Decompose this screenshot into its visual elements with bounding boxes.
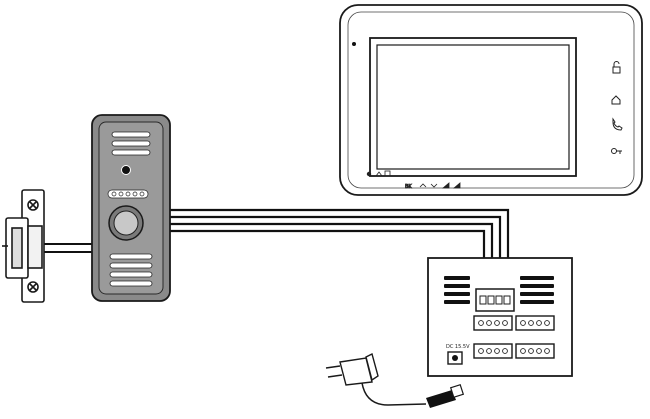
vent-slots-left	[444, 276, 470, 304]
indoor-monitor: BK	[339, 4, 643, 196]
terminal-block-1	[473, 315, 513, 331]
dc-plug	[426, 383, 465, 408]
up-icon[interactable]	[419, 183, 427, 188]
dc-label: DC 15.5V	[446, 344, 470, 350]
dc-jack: DC 15.5V	[446, 344, 470, 365]
vent-slots-right	[520, 276, 554, 304]
connection-box: DC 15.5V	[427, 257, 573, 377]
terminal-block-3	[473, 343, 513, 359]
camera-lens-icon	[121, 165, 131, 175]
terminal-block-2	[515, 315, 555, 331]
power-adapter	[325, 352, 465, 408]
bottom-controls: BK	[366, 170, 461, 190]
door-key-icon[interactable]	[611, 148, 623, 155]
speaker-grille-top	[111, 131, 151, 156]
lock-wires	[42, 243, 98, 253]
monitor-screen	[369, 37, 577, 177]
side-controls	[611, 61, 623, 155]
home-icon[interactable]	[375, 171, 383, 177]
speaker-grille-bottom	[109, 253, 153, 287]
power-cable	[361, 382, 427, 406]
unlock-icon[interactable]	[612, 61, 621, 74]
status-led	[352, 42, 356, 46]
terminal-block-4	[515, 343, 555, 359]
wire-input-connector	[475, 288, 515, 312]
menu-icon[interactable]	[384, 170, 391, 177]
plug-prongs	[325, 365, 343, 378]
volume-down-icon[interactable]	[452, 182, 461, 189]
outdoor-call-panel	[91, 114, 171, 302]
bk-label: BK	[405, 184, 412, 190]
phone-handset-icon[interactable]	[612, 117, 623, 131]
volume-up-icon[interactable]	[441, 182, 450, 189]
ir-led-strip	[107, 189, 149, 199]
electric-lock	[2, 189, 45, 303]
monitor-icon[interactable]	[611, 95, 621, 105]
power-led	[366, 171, 372, 177]
down-icon[interactable]	[430, 183, 438, 188]
